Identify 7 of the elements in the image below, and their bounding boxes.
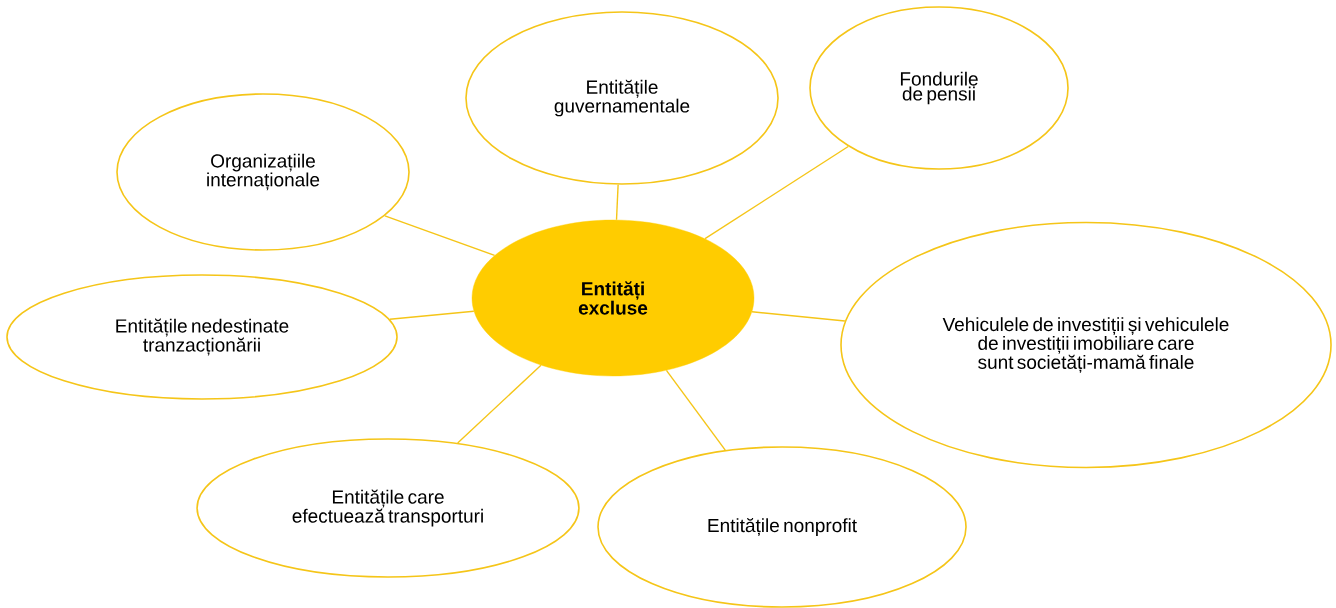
- connector-line: [384, 215, 496, 257]
- connector-line: [456, 364, 542, 444]
- connector-line: [615, 184, 619, 221]
- connector-line: [389, 310, 475, 320]
- connector-line: [704, 145, 849, 240]
- connector-line: [751, 311, 846, 322]
- connector-line: [665, 369, 726, 451]
